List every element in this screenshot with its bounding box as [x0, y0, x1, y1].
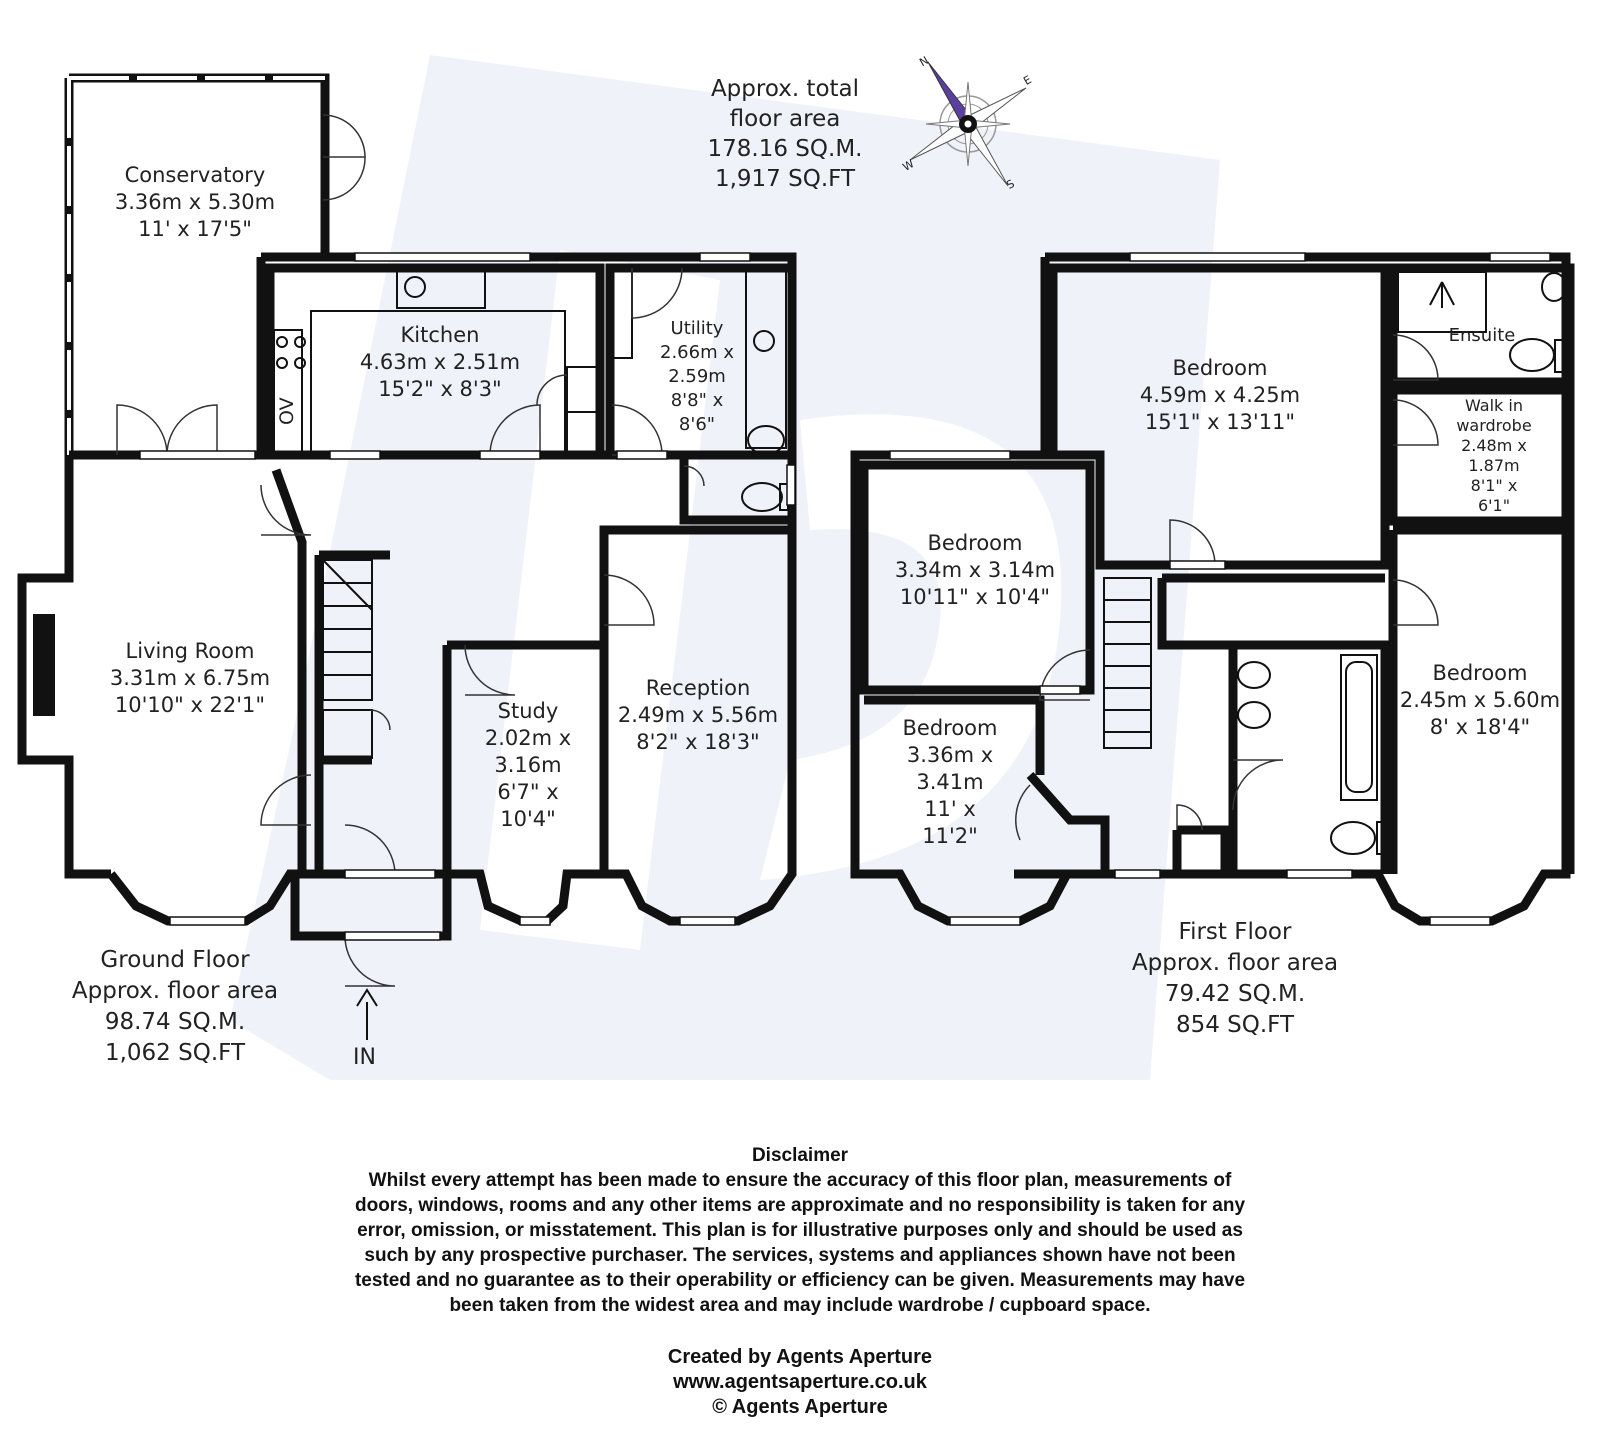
entrance-label: IN: [353, 1045, 376, 1070]
room-kitchen: Kitchen 4.63m x 2.51m 15'2" x 8'3": [330, 322, 550, 403]
room-l2: wardrobe: [1456, 416, 1532, 435]
room-name: Kitchen: [400, 323, 480, 347]
compass-rose: [909, 61, 1027, 187]
room-name: Conservatory: [124, 163, 266, 187]
room-ensuite: Ensuite: [1448, 325, 1516, 346]
floor-sqft: 1,062 SQ.FT: [104, 1040, 246, 1066]
floor-area-label: Approx. floor area: [1131, 950, 1339, 976]
room-name: Living Room: [125, 639, 255, 663]
disclaimer-line: been taken from the widest area and may …: [449, 1295, 1151, 1316]
room-l4: 8'6": [678, 414, 716, 435]
room-l1: 3.36m x: [906, 743, 994, 767]
room-l4: 11'2": [922, 824, 978, 848]
room-l5: 8'1" x: [1470, 476, 1518, 495]
room-name: Bedroom: [1432, 661, 1528, 685]
room-metric: 3.34m x 3.14m: [894, 558, 1056, 582]
room-l4: 1.87m: [1468, 456, 1520, 475]
room-l6: 6'1": [1477, 496, 1511, 515]
room-name: Utility: [670, 318, 724, 339]
room-metric: 2.49m x 5.56m: [617, 703, 779, 727]
disclaimer-line: tested and no guarantee as to their oper…: [354, 1270, 1246, 1291]
first-floor-fittings: [1103, 271, 1567, 855]
room-metric: 4.59m x 4.25m: [1139, 383, 1301, 407]
disclaimer-line: doors, windows, rooms and any other item…: [354, 1195, 1246, 1216]
credits-created: Created by Agents Aperture: [667, 1346, 933, 1368]
room-l1: 2.66m x: [660, 342, 734, 363]
room-l3: 11' x: [924, 797, 976, 821]
room-metric: 3.31m x 6.75m: [109, 666, 271, 690]
first-floor-windows: [889, 252, 1551, 926]
room-l2: 3.41m: [916, 770, 984, 794]
room-l3: 2.48m x: [1461, 436, 1527, 455]
room-study: Study 2.02m x 3.16m 6'7" x 10'4": [468, 698, 588, 833]
room-bedroom-4: Bedroom 2.45m x 5.60m 8' x 18'4": [1390, 660, 1570, 741]
room-l3: 6'7" x: [497, 780, 559, 804]
room-imperial: 15'2" x 8'3": [378, 377, 502, 401]
room-name: Reception: [645, 676, 751, 700]
room-metric: 3.36m x 5.30m: [114, 190, 276, 214]
entrance-arrow: [356, 988, 378, 1040]
disclaimer-block: Disclaimer Whilst every attempt has been…: [200, 1143, 1400, 1318]
room-l2: 2.59m: [668, 366, 726, 387]
total-line2: floor area: [729, 106, 841, 132]
total-sqft: 1,917 SQ.FT: [714, 166, 856, 192]
floor-title: First Floor: [1178, 919, 1292, 945]
disclaimer-line: Whilst every attempt has been made to en…: [368, 1170, 1232, 1191]
total-area-block: Approx. total floor area 178.16 SQ.M. 1,…: [680, 74, 890, 194]
room-imperial: 15'1" x 13'11": [1144, 410, 1296, 434]
floor-title: Ground Floor: [100, 947, 250, 973]
first-floor-doors: [1015, 334, 1439, 841]
ground-floor-walls: [17, 73, 797, 941]
room-name: Bedroom: [927, 531, 1023, 555]
total-sqm: 178.16 SQ.M.: [707, 136, 863, 162]
disclaimer-line: such by any prospective purchaser. The s…: [364, 1245, 1236, 1266]
room-l1: Walk in: [1465, 396, 1523, 415]
ground-floor-windows: [139, 252, 796, 941]
room-metric: 2.45m x 5.60m: [1399, 688, 1561, 712]
ground-floor-fittings: [33, 267, 789, 759]
floor-sqm: 98.74 SQ.M.: [104, 1009, 246, 1035]
room-bedroom-2: Bedroom 3.34m x 3.14m 10'11" x 10'4": [870, 530, 1080, 611]
credits-url: www.agentsaperture.co.uk: [673, 1371, 927, 1393]
room-imperial: 10'10" x 22'1": [114, 693, 266, 717]
credits-copyright: © Agents Aperture: [712, 1396, 888, 1418]
room-l4: 10'4": [500, 807, 556, 831]
credits-block: Created by Agents Aperture www.agentsape…: [400, 1345, 1200, 1420]
room-imperial: 10'11" x 10'4": [899, 585, 1051, 609]
room-l3: 8'8" x: [670, 390, 724, 411]
floor-sqm: 79.42 SQ.M.: [1164, 981, 1306, 1007]
room-conservatory: Conservatory 3.36m x 5.30m 11' x 17'5": [90, 162, 300, 243]
room-name: Bedroom: [1172, 356, 1268, 380]
room-l1: 2.02m x: [484, 726, 572, 750]
room-utility: Utility 2.66m x 2.59m 8'8" x 8'6": [642, 317, 752, 437]
oven-label: OV: [276, 397, 298, 425]
floor-sqft: 854 SQ.FT: [1175, 1012, 1295, 1038]
room-metric: 4.63m x 2.51m: [359, 350, 521, 374]
room-name: Bedroom: [902, 716, 998, 740]
room-imperial: 8' x 18'4": [1429, 715, 1531, 739]
room-imperial: 11' x 17'5": [138, 217, 252, 241]
floor-area-label: Approx. floor area: [71, 978, 279, 1004]
room-bedroom-main: Bedroom 4.59m x 4.25m 15'1" x 13'11": [1110, 355, 1330, 436]
room-living: Living Room 3.31m x 6.75m 10'10" x 22'1": [90, 638, 290, 719]
room-reception: Reception 2.49m x 5.56m 8'2" x 18'3": [608, 675, 788, 756]
ground-floor-area-block: Ground Floor Approx. floor area 98.74 SQ…: [50, 945, 300, 1069]
room-imperial: 8'2" x 18'3": [636, 730, 760, 754]
room-l2: 3.16m: [494, 753, 562, 777]
room-bedroom-3: Bedroom 3.36m x 3.41m 11' x 11'2": [880, 715, 1020, 850]
room-name: Study: [497, 699, 559, 723]
total-line1: Approx. total: [710, 76, 860, 102]
first-floor-area-block: First Floor Approx. floor area 79.42 SQ.…: [1110, 917, 1360, 1041]
room-wardrobe: Walk in wardrobe 2.48m x 1.87m 8'1" x 6'…: [1432, 396, 1556, 516]
disclaimer-line: error, omission, or misstatement. This p…: [357, 1220, 1243, 1241]
disclaimer-title: Disclaimer: [751, 1145, 849, 1166]
